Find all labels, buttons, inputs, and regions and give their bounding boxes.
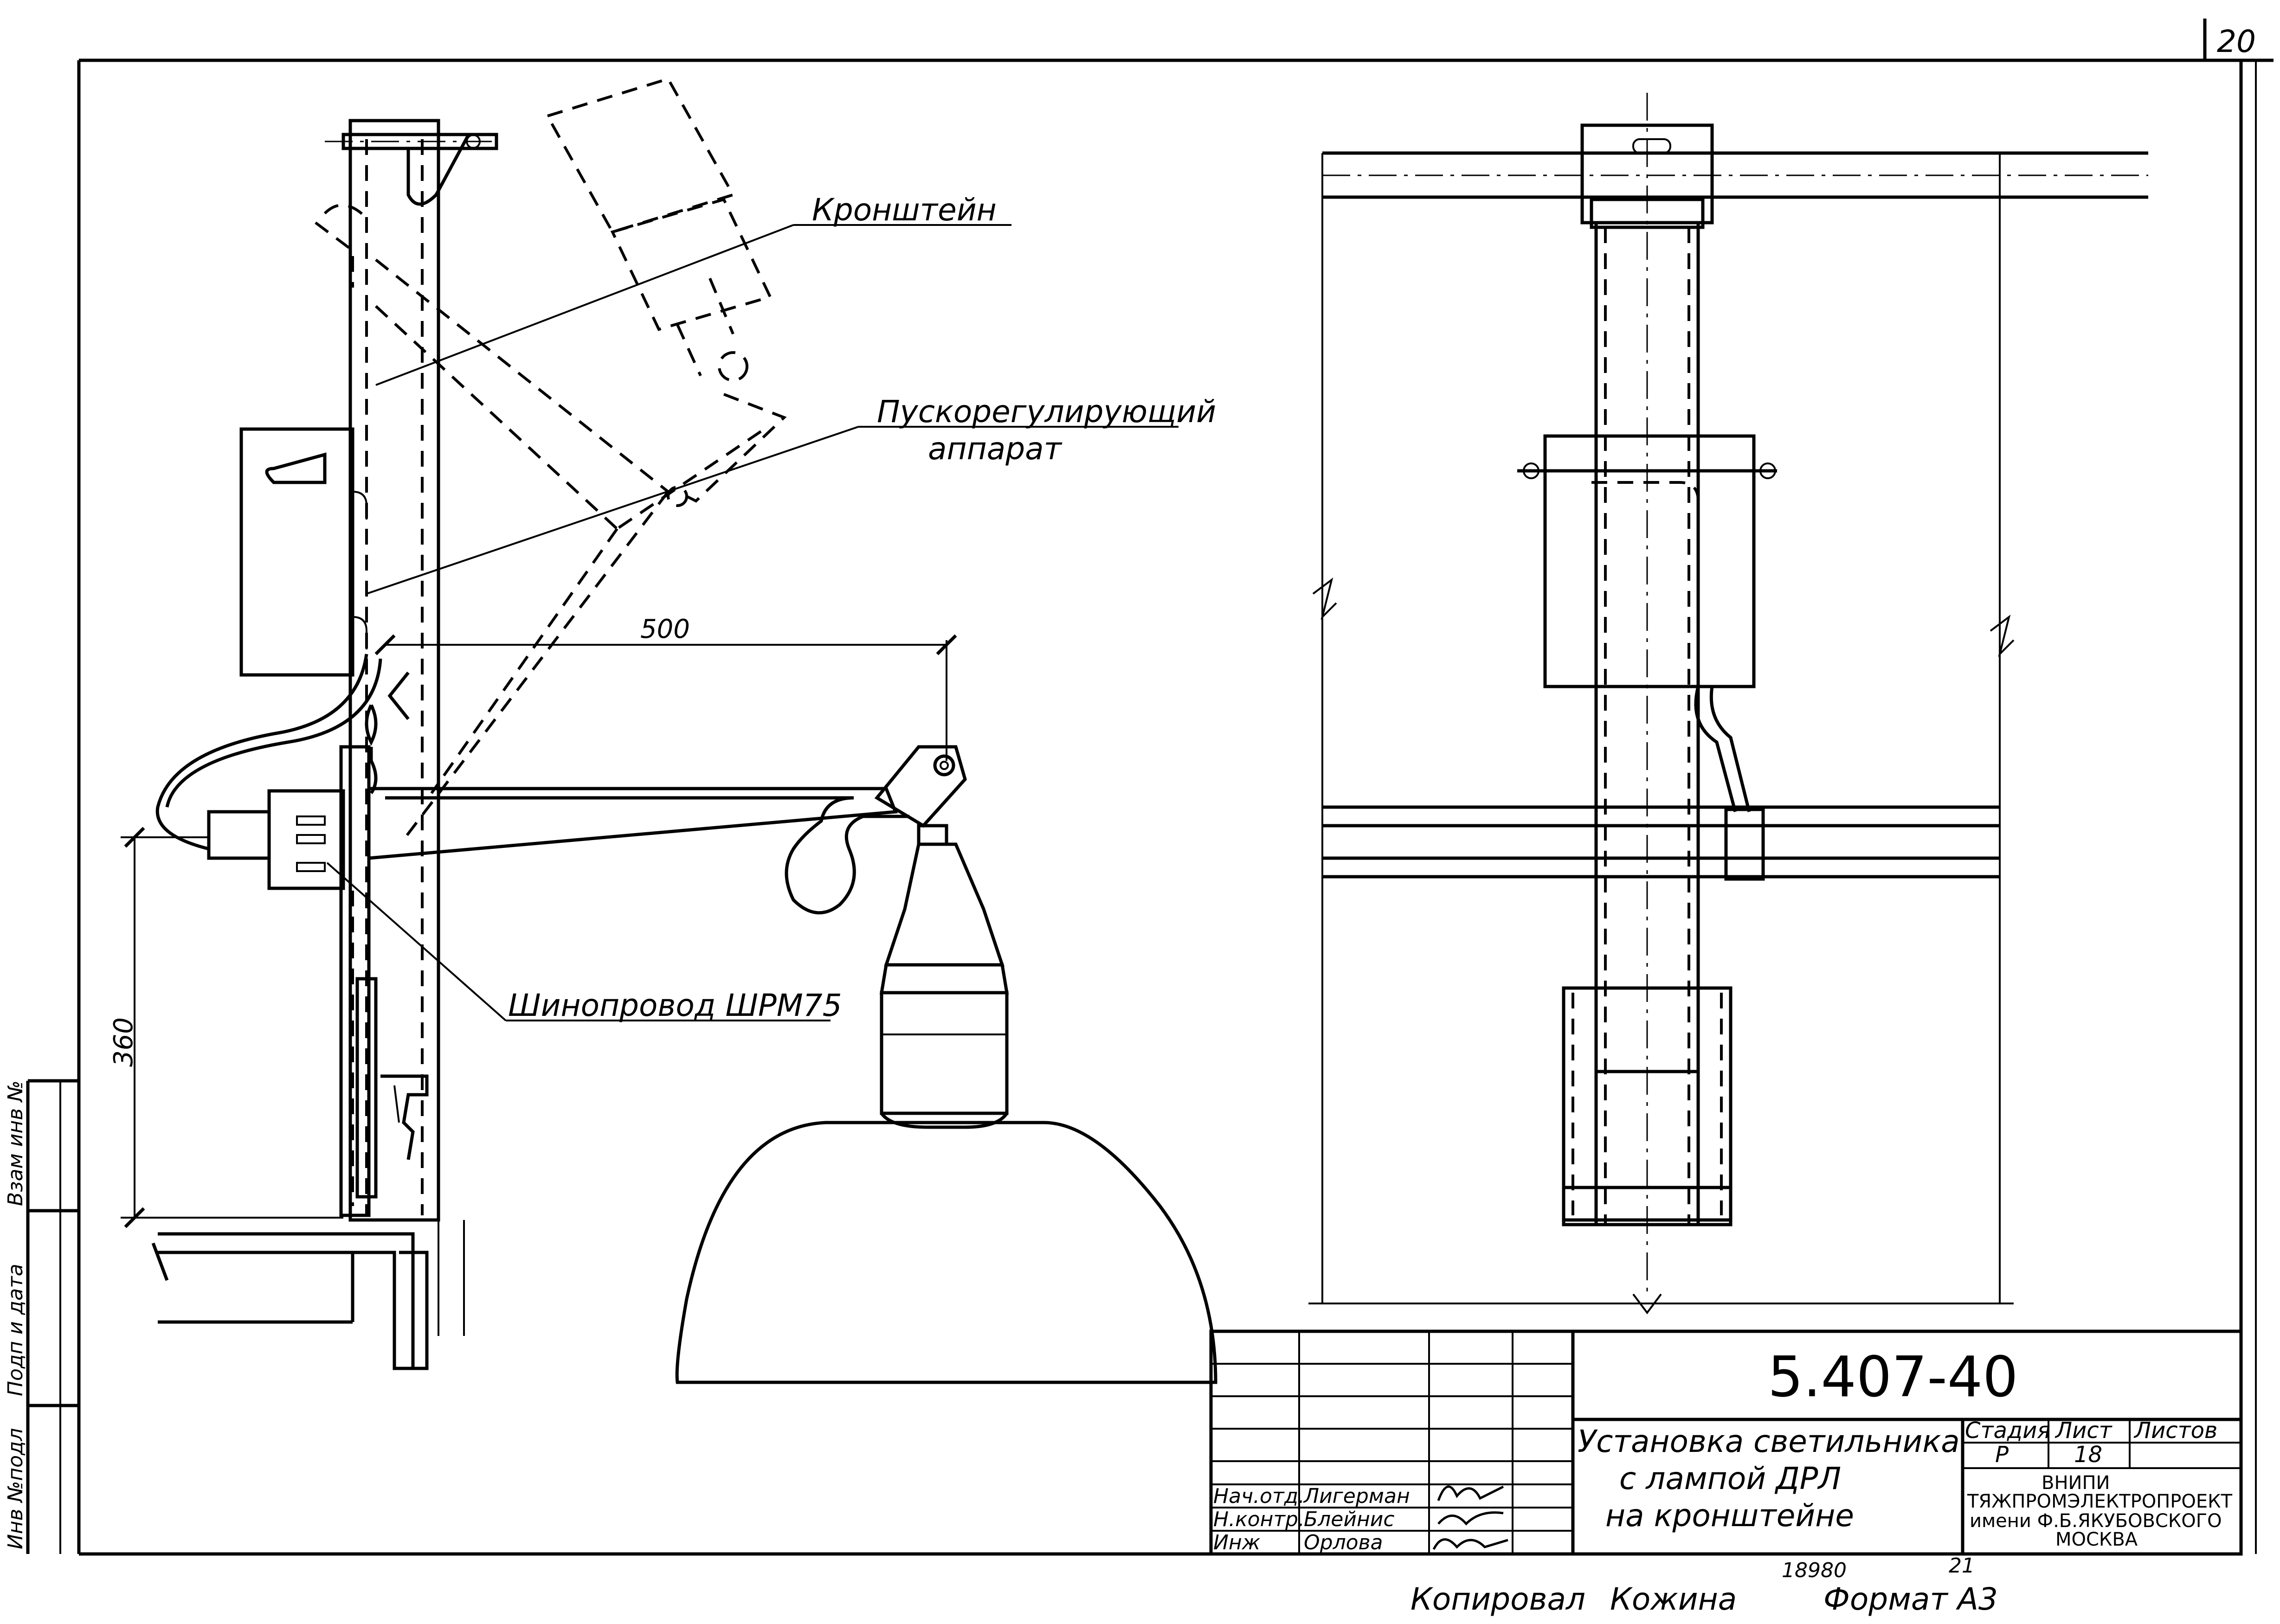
title-line3: на кронштейне	[1605, 1498, 1854, 1534]
dimension-height-value: 360	[109, 1017, 139, 1067]
page-number: 20	[2217, 24, 2256, 59]
name-3: Орлова	[1304, 1531, 1383, 1554]
side-view	[155, 77, 1217, 1384]
margin-field-inv-no: Инв №подл	[4, 1428, 27, 1549]
label-ballast-line1: Пускорегулирующий	[877, 394, 1216, 430]
copier-signature: Кожина	[1610, 1581, 1737, 1617]
label-bracket: Кронштейн	[812, 192, 997, 228]
sheet-value: 18	[2074, 1442, 2102, 1468]
front-view	[1308, 93, 2148, 1315]
alternate-position-hidden	[315, 77, 787, 841]
archive-number: 18980	[1782, 1559, 1847, 1582]
dimension-arm-reach	[374, 634, 957, 761]
dimension-height	[121, 827, 343, 1281]
sheet-label: Лист	[2055, 1418, 2113, 1444]
margin-field-sign-date: Подп и дата	[4, 1264, 27, 1396]
front-ballast-box	[1543, 434, 1756, 688]
org-line2: ТЯЖПРОМЭЛЕКТРОПРОЕКТ	[1967, 1491, 2233, 1512]
margin-field-replaced-inv: Взам инв №	[4, 1080, 27, 1206]
name-2: Блейнис	[1304, 1508, 1395, 1531]
stage-label: Стадия	[1965, 1418, 2050, 1444]
stage-value: Р	[1995, 1442, 2009, 1468]
label-ballast-line2: аппарат	[928, 431, 1063, 467]
doc-number: 5.407-40	[1768, 1345, 2018, 1410]
signatures	[1432, 1485, 1508, 1550]
sheets-label: Листов	[2133, 1418, 2217, 1444]
label-busbar: Шинопровод ШРМ75	[508, 988, 842, 1023]
org-line1: ВНИПИ	[2042, 1472, 2110, 1494]
title-line2: с лампой ДРЛ	[1619, 1461, 1841, 1496]
format: Формат А3	[1823, 1581, 1998, 1617]
copied-by: Копировал	[1411, 1581, 1585, 1617]
left-margin-strip	[26, 1079, 79, 1554]
title-line1: Установка светильника	[1578, 1424, 1960, 1459]
title-block-grid	[1209, 1329, 2243, 1556]
archive-number-2: 21	[1949, 1554, 1975, 1578]
dimension-arm-reach-value: 500	[640, 614, 690, 644]
role-3: Инж	[1213, 1531, 1261, 1554]
leader-lines	[326, 224, 1179, 1021]
name-1: Лигерман	[1303, 1484, 1410, 1508]
sheet-frame	[77, 19, 2274, 1556]
org-line3: имени Ф.Б.ЯКУБОВСКОГО	[1970, 1510, 2222, 1532]
org-line4: МОСКВА	[2055, 1529, 2138, 1550]
ballast-box	[239, 427, 354, 677]
role-1: Нач.отд.	[1213, 1484, 1305, 1508]
role-2: Н.контр.	[1213, 1508, 1305, 1531]
